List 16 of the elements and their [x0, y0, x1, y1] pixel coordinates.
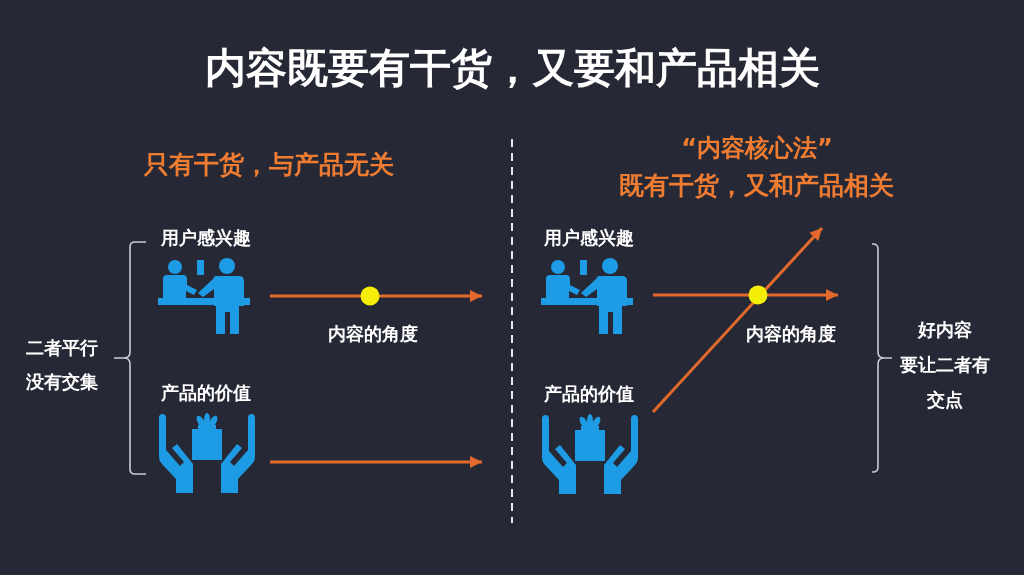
point-label: 内容的角度 [328, 321, 418, 345]
note-text: 二者平行没有交集 [26, 336, 98, 394]
subheading: 既有干货，又和产品相关 [618, 169, 894, 202]
arrow [270, 290, 482, 302]
item-label: 产品的价值 [543, 382, 634, 406]
arrow [651, 227, 824, 413]
item-label: 产品的价值 [160, 381, 251, 405]
item-label: 用户感兴趣 [543, 226, 634, 250]
arrow [653, 289, 838, 301]
subheading: 只有干货，与产品无关 [144, 148, 394, 181]
title: 内容既要有干货，又要和产品相关 [204, 43, 820, 93]
subheading: “内容核心法” [681, 132, 833, 164]
item-label: 用户感兴趣 [160, 226, 251, 250]
arrow [270, 456, 482, 468]
point-label: 内容的角度 [746, 321, 836, 345]
note-text: 好内容要让二者有交点 [900, 317, 990, 412]
